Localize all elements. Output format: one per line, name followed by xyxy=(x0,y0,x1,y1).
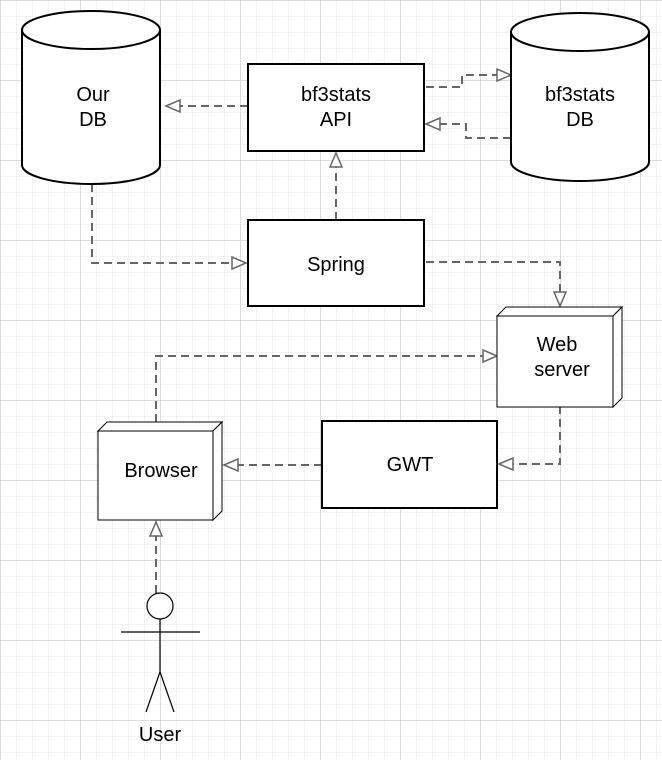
bf3stats-db-label-line1: bf3stats xyxy=(545,84,615,106)
edge-spring-to-api xyxy=(328,151,344,220)
edge-spring-to-web-server xyxy=(426,261,568,308)
web-server-node[interactable]: Web server xyxy=(495,305,624,409)
edge-web-server-to-gwt xyxy=(497,406,561,472)
edge-our-db-to-spring xyxy=(91,184,248,271)
user-head xyxy=(146,592,174,620)
edge-bf3stats-db-to-api xyxy=(424,116,511,139)
browser-node[interactable]: Browser xyxy=(96,420,224,522)
spring-label: Spring xyxy=(307,254,365,276)
edge-browser-to-web-server xyxy=(155,348,499,422)
edge-user-to-browser xyxy=(148,520,164,593)
gwt-node[interactable]: GWT xyxy=(321,420,498,509)
user-label: User xyxy=(139,724,182,746)
bf3stats-db-node[interactable]: bf3stats DB xyxy=(510,12,650,182)
bf3stats-db-label-line2: DB xyxy=(566,109,594,131)
edge-gwt-to-browser xyxy=(222,457,322,473)
web-server-label-line1: Web xyxy=(537,334,578,356)
our-db-label-line1: Our xyxy=(76,84,110,106)
user-actor[interactable]: User xyxy=(121,592,200,746)
bf3stats-api-label-line1: bf3stats xyxy=(301,84,371,106)
web-server-label-line2: server xyxy=(534,359,590,381)
browser-label: Browser xyxy=(124,460,198,482)
edge-api-to-bf3stats-db xyxy=(426,67,513,88)
our-db-node[interactable]: Our DB xyxy=(21,10,161,185)
gwt-label: GWT xyxy=(387,454,434,476)
our-db-label-line2: DB xyxy=(79,109,107,131)
edges xyxy=(91,67,568,593)
bf3stats-api-node[interactable]: bf3stats API xyxy=(247,63,425,152)
edge-api-to-our-db xyxy=(164,98,248,114)
spring-node[interactable]: Spring xyxy=(247,219,425,307)
bf3stats-api-label-line2: API xyxy=(320,109,352,131)
